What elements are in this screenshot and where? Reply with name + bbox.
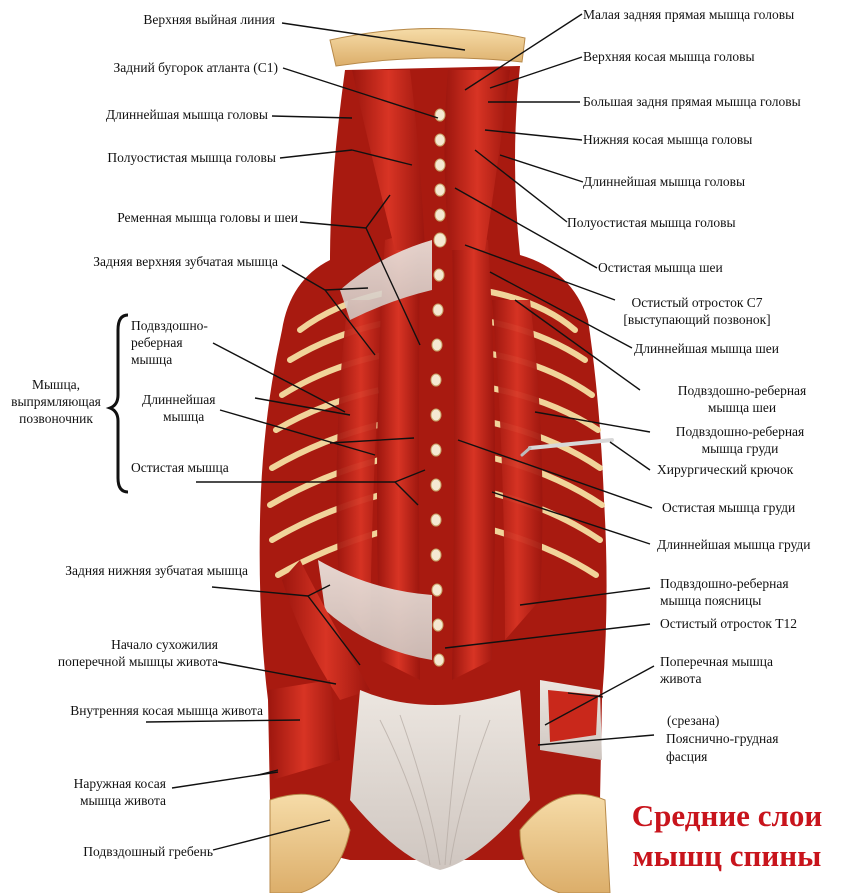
figure-title-line1: Средние слои: [631, 798, 823, 833]
fascia-fibers: [379, 714, 491, 866]
label-obliquus-capitis-inferior: Нижняя косая мышца головы: [583, 132, 753, 147]
pelvis-right: [519, 793, 611, 893]
label-transversus-abdominis-1: Поперечная мышца: [660, 654, 773, 669]
label-iliocostalis-3: мышца: [131, 352, 173, 367]
label-thoracolumbar-1: (срезана): [667, 713, 720, 728]
label-iliocostalis-cervicis-2: мышца шеи: [707, 400, 777, 415]
label-semispinalis-capitis-left: Полуостистая мышца головы: [107, 150, 276, 165]
label-surgical-hook: Хирургический крючок: [657, 462, 794, 477]
label-serratus-posterior-inferior: Задняя нижняя зубчатая мышца: [65, 563, 248, 578]
label-t12: Остистый отросток Т12: [660, 616, 798, 631]
ribs-right: [477, 287, 605, 578]
label-spinalis-cervicis: Остистая мышца шеи: [598, 260, 723, 275]
label-transversus-tendon-1: Начало сухожилия: [111, 637, 218, 652]
label-transversus-tendon-2: поперечной мышцы живота: [57, 654, 218, 669]
longissimus-right: [452, 230, 496, 680]
label-iliocostalis-lumborum-2: мышца поясницы: [660, 593, 762, 608]
longissimus-left: [376, 230, 420, 680]
serratus-inferior-left: [318, 560, 432, 660]
label-iliocostalis-thoracis-1: Подвздошно-реберная: [675, 424, 805, 439]
label-external-oblique-1: Наружная косая: [73, 776, 166, 791]
leader-lines: [145, 13, 655, 851]
label-iliocostalis-2: реберная: [131, 335, 183, 350]
iliocostalis-left: [336, 300, 385, 640]
label-rectus-capitis-posterior-major: Большая задня прямая мышца головы: [583, 94, 801, 109]
label-posterior-tubercle-atlas: Задний бугорок атланта (С1): [113, 60, 279, 75]
label-rectus-capitis-posterior-minor: Малая задняя прямая мышца головы: [583, 7, 795, 22]
surgical-hook: [528, 438, 614, 450]
label-external-oblique-2: мышца живота: [79, 793, 166, 808]
serratus-superior-left: [340, 240, 432, 320]
label-internal-oblique: Внутренняя косая мышца живота: [70, 703, 263, 718]
spine: [430, 108, 447, 667]
label-semispinalis-capitis-right: Полуостистая мышца головы: [567, 215, 736, 230]
pelvis-left: [269, 793, 351, 893]
splenius-left: [352, 70, 425, 250]
label-spinalis-thoracis: Остистая мышца груди: [662, 500, 796, 515]
label-spinalis: Остистая мышца: [131, 460, 229, 475]
label-iliac-crest: Подвздошный гребень: [83, 844, 213, 859]
label-serratus-posterior-superior: Задняя верхняя зубчатая мышца: [93, 254, 278, 269]
label-obliquus-capitis-superior: Верхняя косая мышца головы: [583, 49, 755, 64]
figure-title: Средние слои мышц спины: [612, 796, 842, 876]
label-erector-spinae-2: выпрямляющая: [11, 394, 101, 409]
erector-brace: [105, 313, 129, 494]
label-iliocostalis-thoracis-2: мышца груди: [701, 441, 779, 456]
label-longissimus-capitis-right: Длиннейшая мышца головы: [583, 174, 746, 189]
label-iliocostalis-1: Подвздошно-: [131, 318, 208, 333]
label-longissimus-cervicis: Длиннейшая мышца шеи: [634, 341, 780, 356]
label-longissimus-2: мышца: [163, 409, 205, 424]
label-splenius: Ременная мышца головы и шеи: [117, 210, 298, 225]
label-iliocostalis-lumborum-1: Подвздошно-реберная: [660, 576, 789, 591]
internal-oblique: [268, 680, 340, 780]
label-longissimus-1: Длиннейшая: [142, 392, 216, 407]
label-c7-1: Остистый отросток С7: [631, 295, 763, 310]
label-c7-2: [выступающий позвонок]: [623, 312, 771, 327]
label-erector-spinae-1: Мышца,: [31, 377, 81, 392]
label-thoracolumbar-2: Пояснично-грудная: [666, 731, 779, 746]
transversus-right-muscle: [548, 690, 598, 742]
figure-title-line2: мышц спины: [632, 838, 822, 873]
label-longissimus-capitis-left: Длиннейшая мышца головы: [105, 107, 268, 122]
iliocostalis-right: [492, 300, 543, 640]
label-thoracolumbar-3: фасция: [666, 749, 708, 764]
label-transversus-abdominis-2: живота: [660, 671, 702, 686]
label-iliocostalis-cervicis-1: Подвздошно-реберная: [677, 383, 807, 398]
label-longissimus-thoracis: Длиннейшая мышца груди: [657, 537, 811, 552]
splenius-right: [444, 70, 510, 250]
label-erector-spinae-3: позвоночник: [19, 411, 93, 426]
label-superior-nuchal-line: Верхняя выйная линия: [143, 12, 275, 27]
